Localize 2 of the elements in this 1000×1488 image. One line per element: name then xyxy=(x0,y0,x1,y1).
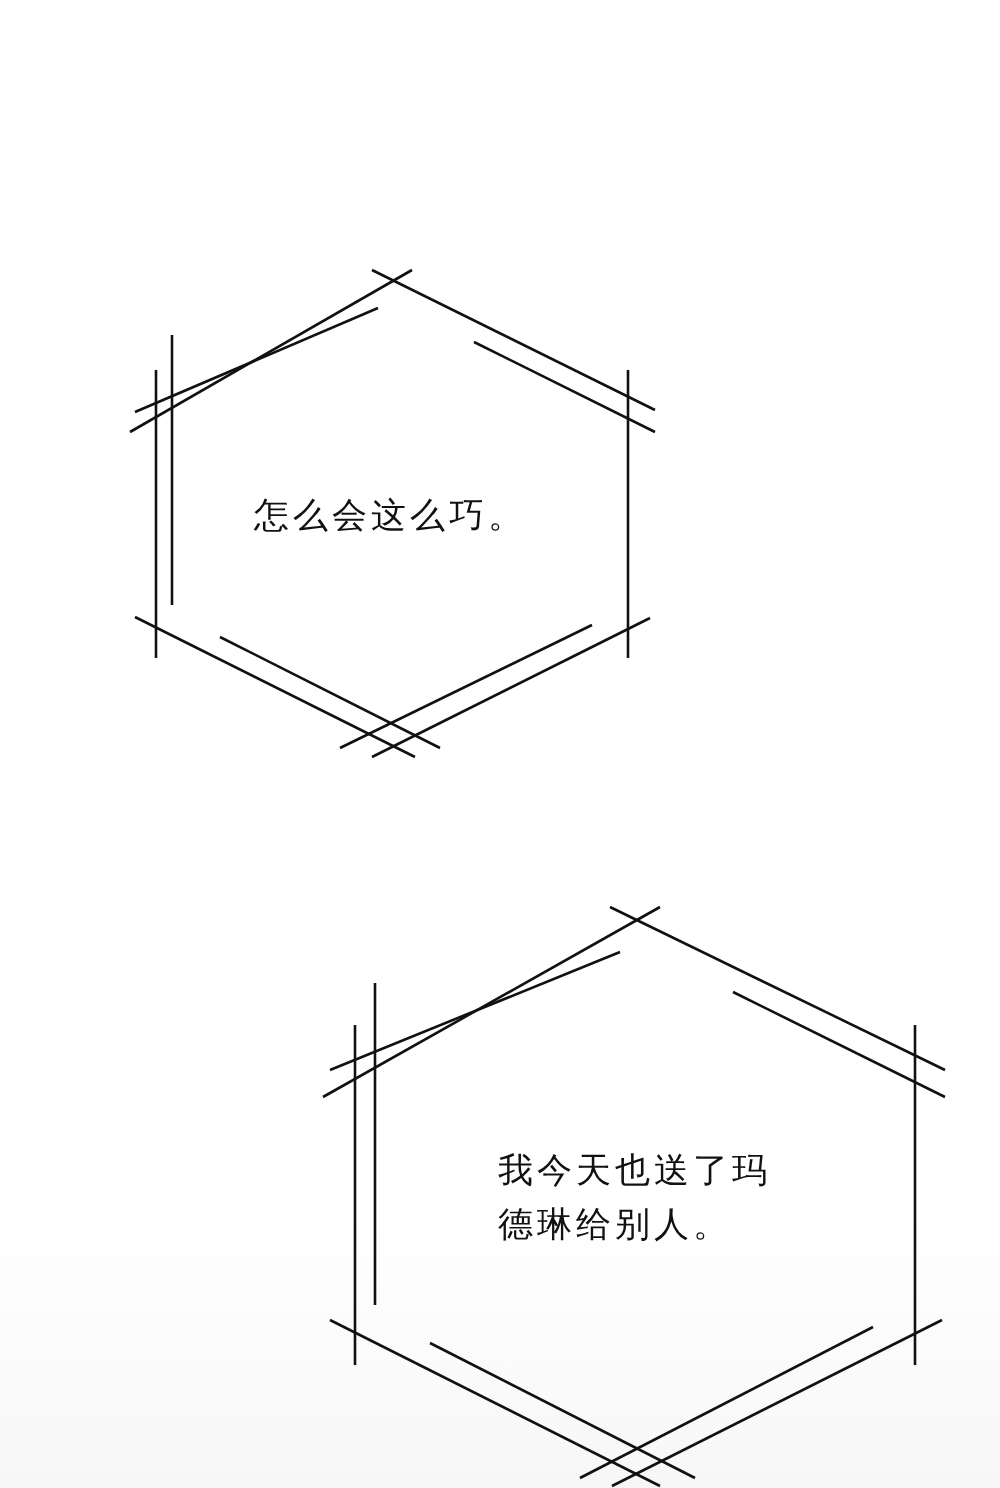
speech-text: 怎么会这么巧。 xyxy=(254,494,528,537)
speech-text: 我今天也送了玛德琳给别人。 xyxy=(498,1149,772,1246)
